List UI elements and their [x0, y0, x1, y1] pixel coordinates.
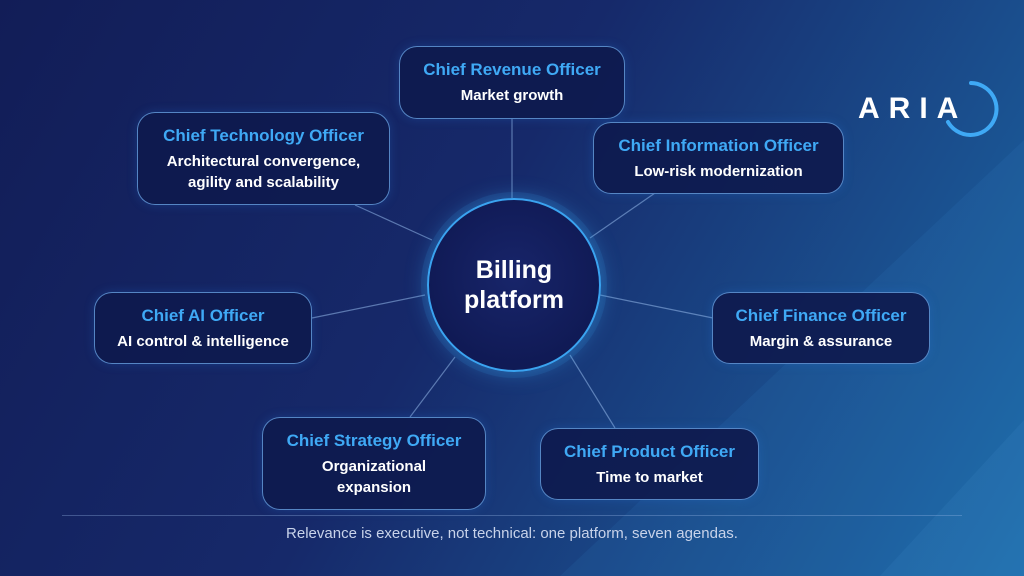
- card-title: Chief Product Officer: [564, 441, 735, 461]
- logo-ring-icon: [946, 81, 999, 137]
- card-description: Low-risk modernization: [634, 162, 803, 180]
- connector-cfo: [599, 294, 714, 319]
- card-chief-strategy-officer: Chief Strategy Officer Organizational ex…: [262, 417, 486, 510]
- card-chief-information-officer: Chief Information Officer Low-risk moder…: [593, 122, 844, 194]
- card-chief-ai-officer: Chief AI Officer AI control & intelligen…: [94, 292, 312, 364]
- card-description: Organizational expansion: [321, 457, 427, 496]
- card-chief-revenue-officer: Chief Revenue Officer Market growth: [399, 46, 625, 119]
- card-chief-technology-officer: Chief Technology Officer Architectural c…: [137, 112, 390, 205]
- connector-cio: [589, 192, 656, 239]
- card-title: Chief Information Officer: [618, 135, 819, 155]
- footer-divider: [62, 515, 962, 516]
- connector-caio: [311, 294, 426, 319]
- card-chief-product-officer: Chief Product Officer Time to market: [540, 428, 759, 500]
- card-title: Chief Revenue Officer: [423, 60, 601, 79]
- card-description: Market growth: [460, 87, 564, 104]
- card-title: Chief Finance Officer: [735, 305, 907, 325]
- footer-caption: Relevance is executive, not technical: o…: [286, 525, 738, 542]
- card-title: Chief AI Officer: [141, 305, 265, 325]
- card-description: Margin & assurance: [749, 332, 893, 350]
- connector-cpo: [569, 354, 616, 429]
- billing-platform-hub: Billing platform: [427, 198, 601, 372]
- card-description: Time to market: [596, 468, 703, 486]
- aria-logo: ARIA: [858, 78, 999, 142]
- card-title: Chief Technology Officer: [163, 125, 364, 145]
- connector-cto: [354, 204, 433, 241]
- logo-text: ARIA: [858, 92, 968, 125]
- hub-label: Billing platform: [464, 256, 564, 314]
- card-description: AI control & intelligence: [117, 332, 289, 350]
- card-title: Chief Strategy Officer: [286, 430, 462, 450]
- card-chief-finance-officer: Chief Finance Officer Margin & assurance: [712, 292, 930, 364]
- connector-cso: [409, 356, 456, 418]
- card-description: Architectural convergence, agility and s…: [166, 152, 361, 191]
